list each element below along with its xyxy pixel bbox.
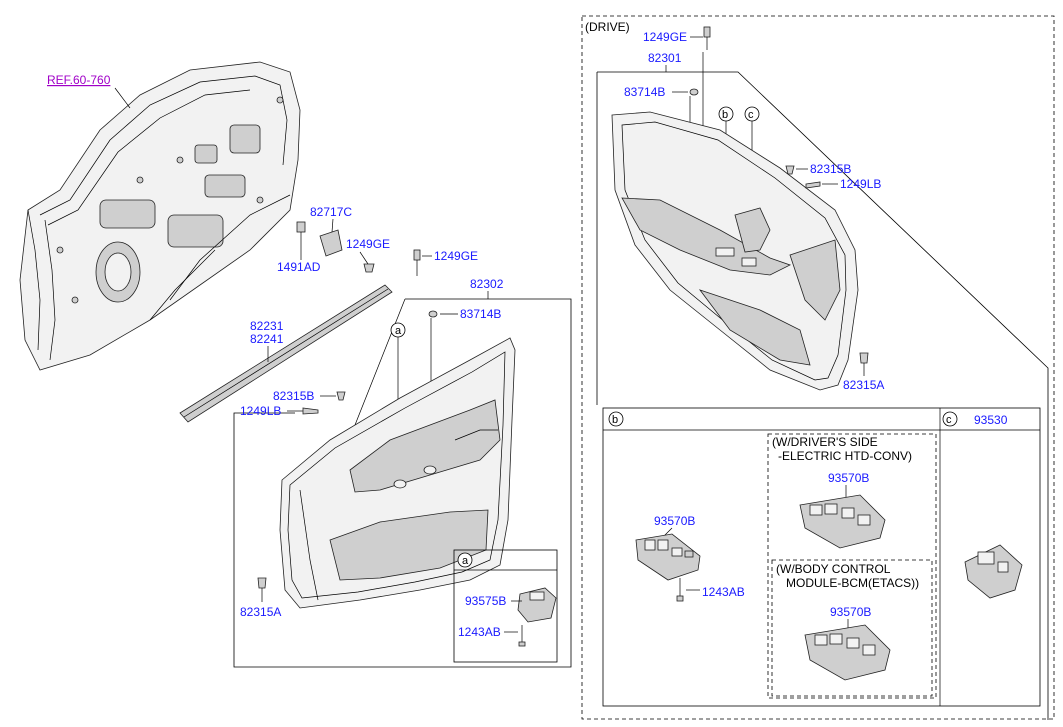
svg-text:83714B: 83714B — [624, 85, 665, 99]
drive-section: (DRIVE) 1249GE 82301 83714B b c — [581, 15, 1055, 720]
bracket-82717c: 82717C 1249GE 1491AD — [277, 205, 390, 274]
svg-text:82315A: 82315A — [240, 605, 281, 619]
svg-text:a: a — [395, 325, 402, 337]
svg-text:1249LB: 1249LB — [240, 404, 281, 418]
svg-text:c: c — [946, 414, 952, 426]
svg-text:1243AB: 1243AB — [702, 585, 745, 599]
svg-text:1249LB: 1249LB — [840, 177, 881, 191]
svg-text:82241: 82241 — [250, 332, 284, 346]
svg-text:82315A: 82315A — [843, 378, 884, 392]
svg-text:(DRIVE): (DRIVE) — [585, 20, 630, 34]
svg-text:93570B: 93570B — [654, 514, 695, 528]
svg-text:b: b — [722, 109, 728, 121]
svg-text:b: b — [612, 414, 618, 426]
svg-text:1249GE: 1249GE — [346, 237, 390, 251]
svg-text:93570B: 93570B — [830, 605, 871, 619]
svg-text:82315B: 82315B — [273, 389, 314, 403]
inset-a: a 93575B 1243AB — [453, 549, 558, 663]
svg-text:82717C: 82717C — [310, 205, 352, 219]
svg-text:82301: 82301 — [648, 51, 682, 65]
svg-text:(W/DRIVER'S SIDE: (W/DRIVER'S SIDE — [772, 435, 878, 449]
svg-text:82231: 82231 — [250, 319, 284, 333]
svg-text:c: c — [748, 109, 754, 121]
svg-text:82302: 82302 — [470, 277, 504, 291]
svg-text:83714B: 83714B — [460, 307, 501, 321]
weatherstrip: 82231 82241 — [179, 284, 393, 423]
svg-text:1491AD: 1491AD — [277, 260, 321, 274]
door-inner-frame — [19, 61, 301, 371]
svg-text:-ELECTRIC HTD-CONV): -ELECTRIC HTD-CONV) — [778, 449, 912, 463]
label-ref-60-760: REF.60-760 — [47, 73, 131, 109]
svg-text:93530: 93530 — [974, 413, 1008, 427]
svg-text:1249GE: 1249GE — [434, 249, 478, 263]
svg-text:MODULE-BCM(ETACS)): MODULE-BCM(ETACS)) — [786, 576, 919, 590]
svg-text:93570B: 93570B — [828, 471, 869, 485]
svg-text:(W/BODY CONTROL: (W/BODY CONTROL — [776, 562, 891, 576]
svg-text:82315B: 82315B — [810, 162, 851, 176]
svg-text:REF.60-760: REF.60-760 — [47, 73, 111, 87]
bolt-1249ge: 1249GE — [413, 249, 478, 276]
svg-text:a: a — [462, 555, 469, 567]
inset-b-c: b 93570B 1243AB (W/DRIVER'S SIDE -ELECTR… — [602, 407, 1041, 707]
passenger-trim-group: 82302 83714B a 82315B 1249LB 82315A — [233, 277, 572, 668]
svg-text:1249GE: 1249GE — [643, 30, 687, 44]
svg-text:1243AB: 1243AB — [458, 625, 501, 639]
svg-text:93575B: 93575B — [465, 594, 506, 608]
